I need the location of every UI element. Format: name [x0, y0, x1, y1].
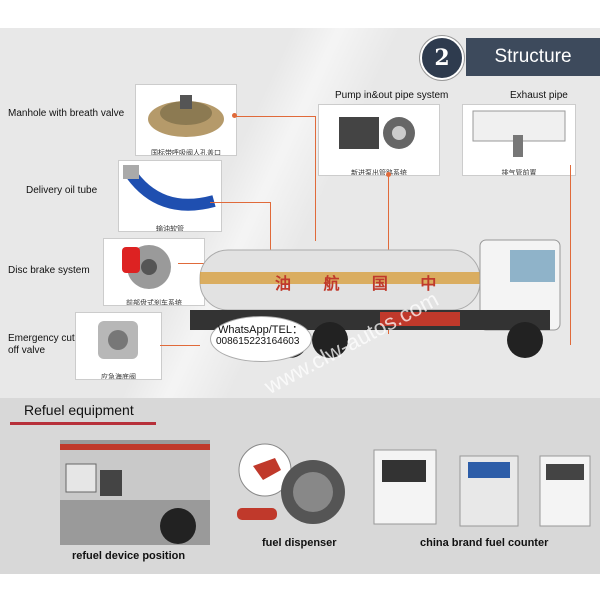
- delivery-tube-caption: 输油软管: [156, 226, 184, 232]
- label-emergency-valve: Emergency cut off valve: [8, 333, 75, 356]
- valve-icon: [98, 321, 138, 359]
- fuel-tanker-truck: [190, 239, 561, 358]
- label-delivery-tube: Delivery oil tube: [26, 185, 98, 196]
- contact-number: 008615223164603: [216, 336, 300, 347]
- hose-icon: [123, 165, 216, 211]
- caption-refuel-device: refuel device position: [72, 550, 186, 562]
- exhaust-icon: [472, 110, 566, 157]
- truck-side-icon: [60, 444, 210, 544]
- disc-brake-image: 前部盘式刹车系统: [103, 238, 205, 306]
- tank-lettering: 油 航 国 中: [275, 276, 451, 293]
- label-manhole: Manhole with breath valve: [8, 108, 125, 119]
- connector-brake: [178, 263, 228, 264]
- pump-system-image: 新进泵出管路系统: [318, 104, 440, 176]
- refuel-title: Refuel equipment: [24, 402, 134, 418]
- dot-manhole: [232, 113, 237, 118]
- manhole-image: 国标带呼吸阀人孔盖口: [135, 84, 237, 156]
- structure-header: Structure: [466, 38, 600, 76]
- brake-icon: [122, 245, 171, 289]
- refuel-device-image: [60, 440, 210, 545]
- label-pump-system: Pump in&out pipe system: [335, 90, 449, 101]
- contact-bubble: [210, 316, 312, 362]
- dot-pump: [386, 172, 391, 177]
- connector-exhaust: [570, 165, 571, 345]
- manhole-caption: 国标带呼吸阀人孔盖口: [151, 150, 221, 156]
- connector-manhole: [235, 116, 315, 117]
- caption-fuel-counter: china brand fuel counter: [420, 537, 549, 549]
- manhole-icon: [148, 95, 224, 137]
- label-exhaust-pipe: Exhaust pipe: [510, 90, 568, 101]
- connector-valve: [160, 345, 200, 346]
- caption-fuel-dispenser: fuel dispenser: [262, 537, 337, 549]
- delivery-tube-image: 输油软管: [118, 160, 222, 232]
- disc-brake-caption: 前部盘式刹车系统: [126, 300, 182, 306]
- contact-label: WhatsApp/TEL：: [218, 324, 303, 336]
- refuel-title-underline: [10, 422, 156, 425]
- exhaust-pipe-image: 排气管前置: [462, 104, 576, 176]
- exhaust-caption: 排气管前置: [501, 170, 537, 176]
- section-number-badge: 2: [420, 36, 464, 80]
- label-disc-brake: Disc brake system: [8, 265, 90, 276]
- emergency-valve-caption: 应急海底阀: [101, 374, 136, 380]
- connector-tube: [210, 202, 270, 203]
- fuel-dispenser-image: [237, 443, 345, 524]
- fuel-counters-image: [373, 449, 591, 527]
- connector-manhole-v: [315, 116, 316, 241]
- emergency-valve-image: 应急海底阀: [75, 312, 162, 380]
- pump-icon: [339, 117, 415, 149]
- pump-caption: 新进泵出管路系统: [351, 170, 407, 176]
